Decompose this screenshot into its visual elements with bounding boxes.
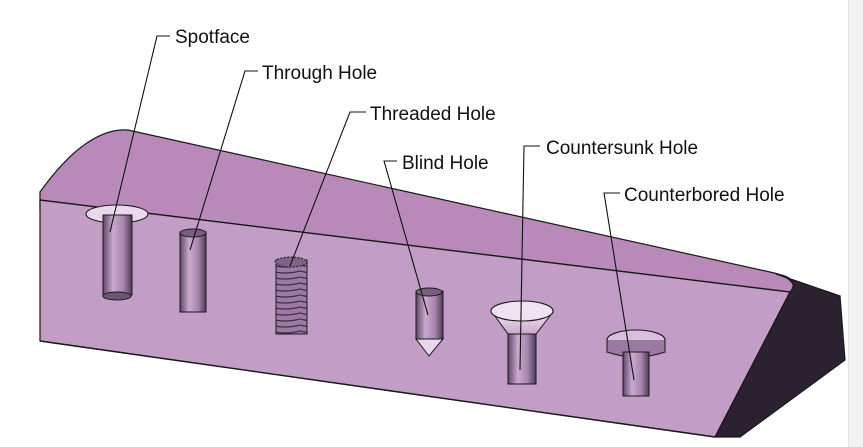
threaded-hole-feature [274,256,308,335]
leader-lines [109,35,635,381]
spotface-feature [85,204,149,301]
label-countersunk-hole: Countersunk Hole [546,138,698,159]
counterbored-hole-feature [606,329,666,397]
leader-blind-hole [383,160,429,316]
through-hole-feature [179,228,207,313]
label-blind-hole: Blind Hole [402,153,489,174]
countersunk-hole-feature [490,300,555,385]
leader-counterbored-hole [603,192,635,381]
leader-through-hole [189,70,258,251]
vertical-scrollbar[interactable] [848,0,863,447]
leader-threaded-hole [289,111,366,267]
label-counterbored-hole: Counterbored Hole [624,185,785,206]
plate-block [39,129,846,438]
plate-side-face [714,273,846,438]
leader-countersunk-hole [519,145,540,371]
blind-hole-feature [414,287,445,357]
label-through-hole: Through Hole [262,63,377,84]
leader-spotface [109,35,170,233]
label-threaded-hole: Threaded Hole [370,104,496,125]
label-spotface: Spotface [175,27,250,48]
